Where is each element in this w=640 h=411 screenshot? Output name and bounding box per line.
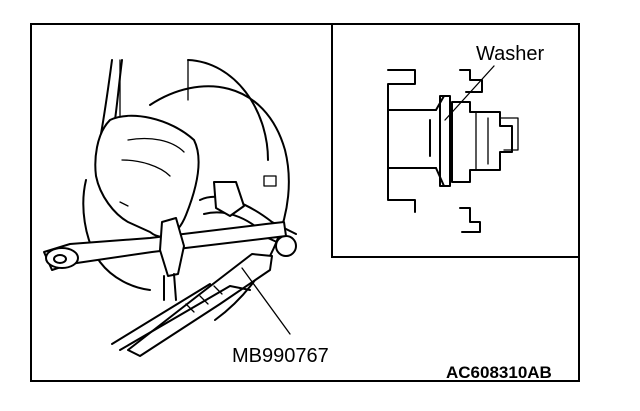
tool-leader-line bbox=[241, 267, 291, 335]
ball-joint bbox=[213, 181, 245, 217]
hub-outline bbox=[387, 69, 416, 213]
shaft-outline bbox=[387, 109, 437, 169]
tool-grip-marks bbox=[185, 285, 223, 313]
brake-disc-inner bbox=[187, 59, 269, 161]
inset-detail: Washer bbox=[331, 23, 580, 258]
holder-stem bbox=[163, 273, 177, 301]
bearing-housing bbox=[459, 69, 483, 233]
taper-lines bbox=[429, 95, 445, 187]
main-illustration: MB990767 bbox=[43, 59, 329, 367]
caliper-detail bbox=[119, 137, 185, 207]
special-tool-arm bbox=[127, 253, 273, 357]
washer-label: Washer bbox=[476, 43, 545, 65]
caliper-body bbox=[94, 114, 200, 238]
washer-shape bbox=[439, 95, 451, 187]
holder-t-bar bbox=[159, 217, 185, 277]
ball-joint-stud bbox=[275, 235, 297, 257]
nut-shape bbox=[451, 101, 513, 183]
special-tool-handle bbox=[111, 283, 251, 351]
hub-bolt bbox=[263, 175, 277, 187]
wrench-socket-hole bbox=[53, 254, 67, 264]
inset-frame bbox=[331, 23, 580, 258]
split-pin bbox=[475, 111, 519, 171]
tool-number-label: MB990767 bbox=[232, 345, 329, 367]
washer-leader-line bbox=[444, 65, 495, 121]
knuckle-outline bbox=[82, 179, 151, 291]
figure-code: AC608310AB bbox=[446, 363, 552, 382]
